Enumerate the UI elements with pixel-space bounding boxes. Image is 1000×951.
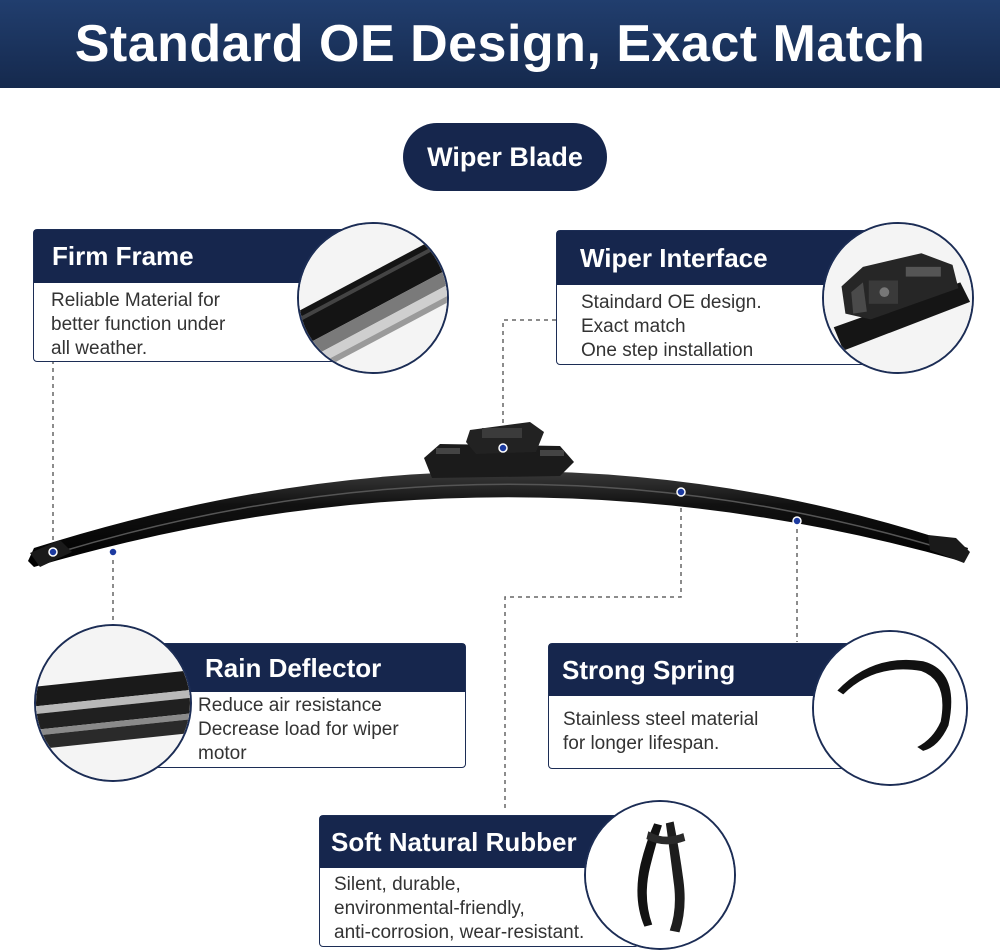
deflector-closeup-icon xyxy=(34,624,192,782)
wiper-interface-title: Wiper Interface xyxy=(580,242,768,273)
right-end-cap xyxy=(928,535,970,563)
spring-wire-icon xyxy=(812,630,968,786)
wiper-interface-line: Staindard OE design. xyxy=(581,292,762,313)
wiper-blade-label: Wiper Blade xyxy=(403,123,607,191)
rain-deflector-line: Reduce air resistance xyxy=(198,695,382,716)
rubber-strip-icon xyxy=(584,800,736,950)
blade-highlight xyxy=(59,483,931,553)
leader-lines xyxy=(52,319,798,812)
strong-spring-header: Strong Spring xyxy=(549,644,849,696)
rain-deflector-card: Rain Deflector Reduce air resistance Dec… xyxy=(152,643,466,768)
frame-closeup-icon xyxy=(297,222,449,374)
strong-spring-line: Stainless steel material xyxy=(563,709,759,730)
feature-markers xyxy=(48,443,802,557)
firm-frame-card: Firm Frame Reliable Material for better … xyxy=(33,229,356,362)
soft-rubber-text: Silent, durable, environmental-friendly,… xyxy=(320,868,638,945)
wiper-interface-line: Exact match xyxy=(581,316,686,337)
rain-deflector-text: Reduce air resistance Decrease load for … xyxy=(153,692,465,766)
wiper-interface-text: Staindard OE design. Exact match One ste… xyxy=(557,285,873,363)
firm-frame-title: Firm Frame xyxy=(52,241,194,271)
strong-spring-title: Strong Spring xyxy=(562,654,736,685)
firm-frame-line: better function under xyxy=(51,314,226,335)
adapter-closeup-icon xyxy=(822,222,974,374)
soft-rubber-line: anti-corrosion, wear-resistant. xyxy=(334,922,585,943)
firm-frame-line: Reliable Material for xyxy=(51,290,220,311)
rain-deflector-line: motor xyxy=(198,743,247,764)
firm-frame-line: all weather. xyxy=(51,338,148,359)
wiper-interface-card: Wiper Interface Staindard OE design. Exa… xyxy=(556,230,874,365)
strong-spring-line: for longer lifespan. xyxy=(563,733,720,754)
rain-deflector-title: Rain Deflector xyxy=(205,652,382,683)
soft-rubber-line: Silent, durable, xyxy=(334,874,461,895)
rain-deflector-header: Rain Deflector xyxy=(153,644,465,692)
wiper-interface-line: One step installation xyxy=(581,340,754,361)
firm-frame-text: Reliable Material for better function un… xyxy=(34,283,355,361)
strong-spring-card: Strong Spring Stainless steel material f… xyxy=(548,643,850,769)
soft-rubber-line: environmental-friendly, xyxy=(334,898,525,919)
title-banner: Standard OE Design, Exact Match xyxy=(0,0,1000,88)
strong-spring-text: Stainless steel material for longer life… xyxy=(549,696,849,756)
wiper-interface-header: Wiper Interface xyxy=(557,231,873,285)
soft-rubber-title: Soft Natural Rubber xyxy=(331,826,577,857)
leader-wiper-interface xyxy=(502,319,556,448)
page-title: Standard OE Design, Exact Match xyxy=(74,15,926,73)
blade-body xyxy=(28,471,968,567)
rain-deflector-line: Decrease load for wiper xyxy=(198,719,399,740)
blade-adapter xyxy=(424,422,574,478)
leader-soft-rubber xyxy=(504,492,682,812)
